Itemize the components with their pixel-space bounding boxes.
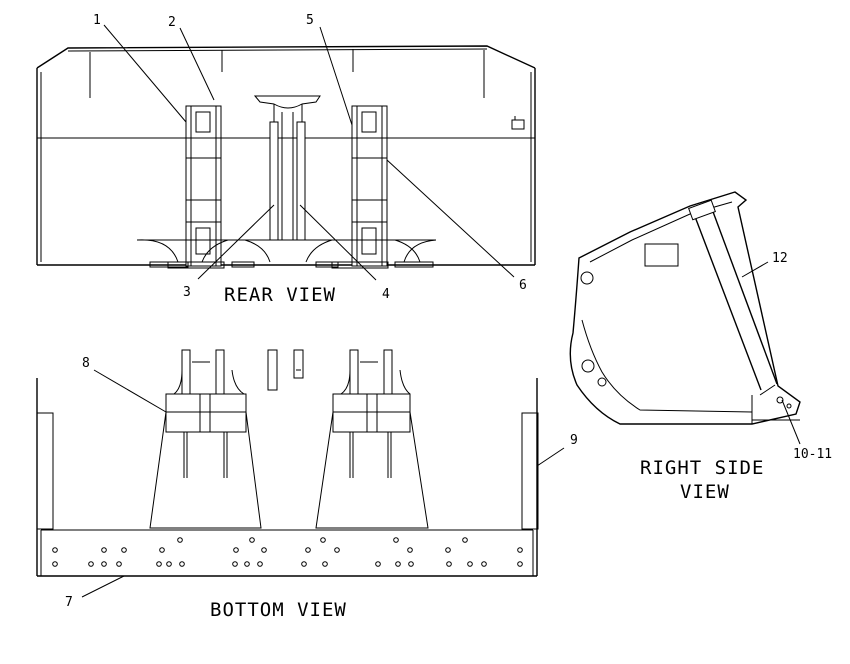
right-side-view-drawing [569, 191, 801, 425]
callout-3: 3 [183, 285, 191, 300]
right-side-view-title-line1: RIGHT SIDE [640, 457, 764, 479]
leader-lines [81, 24, 801, 598]
callout-1: 1 [93, 13, 101, 28]
right-side-view-title-line2: VIEW [680, 481, 730, 503]
callout-4: 4 [382, 287, 390, 302]
callout-10-11: 10-11 [793, 447, 832, 462]
rear-view-drawing [36, 45, 536, 269]
callout-12: 12 [772, 251, 788, 266]
bottom-view-title: BOTTOM VIEW [210, 599, 347, 621]
callout-2: 2 [168, 15, 176, 30]
callout-9: 9 [570, 433, 578, 448]
callout-6: 6 [519, 278, 527, 293]
callout-7: 7 [65, 595, 73, 610]
callout-5: 5 [306, 13, 314, 28]
callout-8: 8 [82, 356, 90, 371]
bolt-holes [52, 537, 523, 567]
rear-view-title: REAR VIEW [224, 284, 336, 306]
bottom-view-drawing [36, 349, 539, 577]
